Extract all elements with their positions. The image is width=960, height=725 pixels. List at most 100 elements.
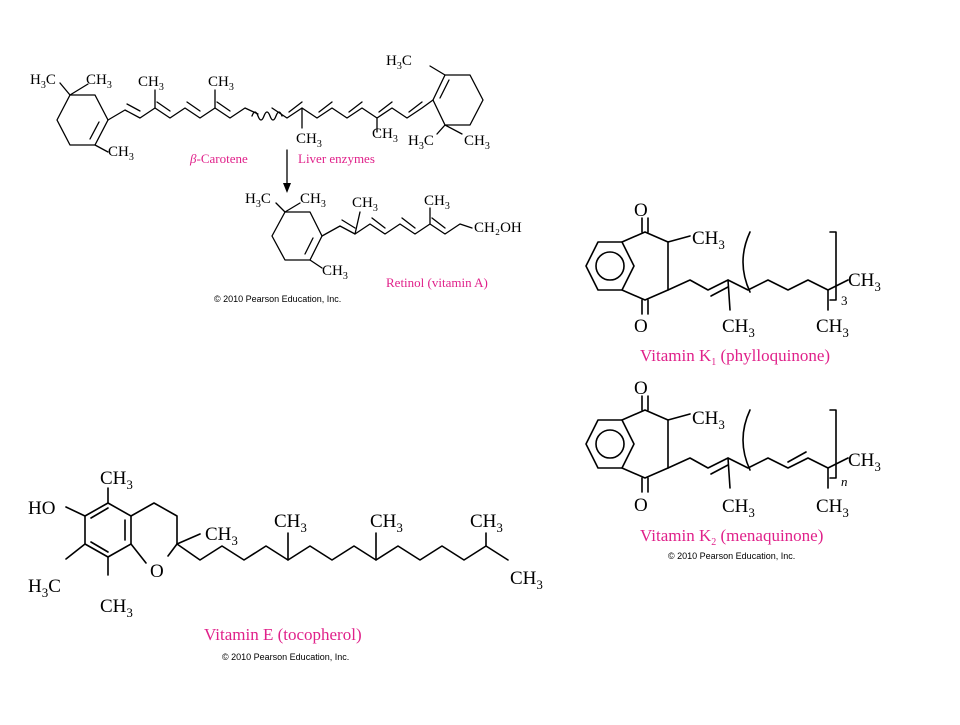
k2-benzene-ring <box>585 419 635 469</box>
retinol-ch3-bottom: CH3 <box>322 263 348 282</box>
k2-ch3-chain-2: CH3 <box>816 496 849 520</box>
carotene-h3c-right-top: H3C <box>386 53 412 72</box>
ve-aromatic-doubles <box>90 507 126 553</box>
k2-side-chain-doubles <box>710 451 807 475</box>
retinol-ch3-chain-2: CH3 <box>424 193 450 212</box>
k1-bracket-left <box>742 231 751 293</box>
k2-ch3-terminal: CH3 <box>848 450 881 474</box>
ve-ch3-bottom: CH3 <box>100 596 133 620</box>
ve-ch3-chain-3: CH3 <box>470 511 503 535</box>
carotene-chain-left <box>107 107 259 121</box>
k1-ch3-terminal: CH3 <box>848 270 881 294</box>
carotene-left-ring <box>56 94 109 146</box>
carotene-ch3-left-bottom: CH3 <box>108 144 134 163</box>
carotene-chain-right <box>271 99 434 119</box>
k2-chain-methyls <box>727 457 829 489</box>
carotene-h3c-left: H3C <box>30 72 56 91</box>
k2-oxygen-bottom: O <box>634 495 648 516</box>
retinol-chain <box>321 223 473 237</box>
retinol-methyls <box>275 202 323 269</box>
ve-hydroxyl: HO <box>28 498 55 519</box>
vitamin-k1-structure: O O CH3 CH3 CH3 CH3 3 Vitamin K1 (phyllo… <box>585 200 881 368</box>
k2-ch3-ring: CH3 <box>692 408 725 432</box>
k1-ch3-chain-2: CH3 <box>816 316 849 340</box>
carotene-ch3-chain-3: CH3 <box>296 131 322 150</box>
k2-side-chain <box>667 457 849 469</box>
carotene-chain-right-doubles <box>288 101 423 113</box>
carotene-copyright: © 2010 Pearson Education, Inc. <box>214 294 341 304</box>
liver-enzymes-label: Liver enzymes <box>298 151 375 166</box>
k2-carbonyls <box>641 395 649 493</box>
carotene-chain-right-methyls <box>301 107 378 133</box>
carotene-ch3-chain-4: CH3 <box>372 126 398 145</box>
vitamin-k2-label: Vitamin K2 (menaquinone) <box>640 526 823 548</box>
retinol-ring <box>271 211 323 261</box>
k2-quinone-ring <box>621 409 669 479</box>
vitamin-k2-structure: O O CH3 CH3 CH3 CH3 n Vitamin K2 (menaqu… <box>585 378 881 561</box>
k2-methyl-bond <box>667 413 691 421</box>
ve-ring-oxygen: O <box>150 561 164 582</box>
k1-oxygen-bottom: O <box>634 316 648 337</box>
vitamin-e-structure: HO CH3 H3C CH3 O CH3 CH3 CH3 CH3 CH3 Vit… <box>28 468 543 662</box>
k1-side-chain <box>667 279 849 291</box>
k1-aromatic-circle <box>595 251 625 281</box>
carotene-left-ring-double <box>89 121 100 140</box>
beta-carotene-structure: H3C CH3 CH3 CH3 CH3 CH3 CH3 H3C H3C CH3 … <box>30 53 490 166</box>
retinol-ch2oh: CH₂OH <box>474 220 522 236</box>
carotene-chain-left-methyls <box>154 89 216 109</box>
carotene-ch3-right-bottom: CH3 <box>464 133 490 152</box>
ve-ch3-top: CH3 <box>100 468 133 492</box>
retinol-structure: H3C CH3 CH3 CH3 CH3 CH₂OH Retinol (vitam… <box>214 191 522 304</box>
k1-bracket-right <box>829 231 837 301</box>
k1-chain-methyls <box>727 279 829 311</box>
carotene-ch3-chain-2: CH3 <box>208 74 234 93</box>
retinol-ch3-top: CH3 <box>300 191 326 210</box>
carotene-right-ring-double <box>439 79 450 99</box>
ve-ring-substituents <box>65 487 201 576</box>
ve-ch3-chain-2: CH3 <box>370 511 403 535</box>
beta-carotene-label: β-Carotene <box>189 151 248 166</box>
vitamin-k1-label: Vitamin K1 (phylloquinone) <box>640 346 830 368</box>
retinol-ch3-chain-1: CH3 <box>352 195 378 214</box>
k1-repeat-count: 3 <box>841 293 848 308</box>
retinol-ring-double <box>304 237 314 255</box>
k1-side-chain-double <box>710 286 729 297</box>
carotene-h3c-right-bottom: H3C <box>408 133 434 152</box>
k2-repeat-count: n <box>841 474 848 489</box>
ve-side-chain <box>176 543 509 561</box>
carotene-chain-left-doubles <box>126 101 231 112</box>
carotene-left-methyls <box>59 82 109 153</box>
ve-ch3-chain-1: CH3 <box>274 511 307 535</box>
ve-aromatic-ring <box>84 502 132 558</box>
retinol-label: Retinol (vitamin A) <box>386 275 488 290</box>
k2-bracket-right <box>829 409 837 479</box>
carotene-ch3-chain-1: CH3 <box>138 74 164 93</box>
cleavage-wavy-line <box>251 111 283 121</box>
k2-oxygen-top: O <box>634 378 648 399</box>
k1-quinone-ring <box>621 231 669 301</box>
retinol-chain-doubles <box>341 217 446 229</box>
ve-pyran-ring <box>130 502 178 564</box>
vitamin-e-label: Vitamin E (tocopherol) <box>204 625 362 644</box>
ve-h3c-left: H3C <box>28 576 61 600</box>
vitamin-k-copyright: © 2010 Pearson Education, Inc. <box>668 551 795 561</box>
k1-benzene-ring <box>585 241 635 291</box>
carotene-right-ring <box>432 74 484 126</box>
retinol-chain-methyls <box>354 207 431 235</box>
ve-chain-methyls <box>287 532 487 561</box>
k2-ch3-chain-1: CH3 <box>722 496 755 520</box>
k2-aromatic-circle <box>595 429 625 459</box>
k1-carbonyls <box>641 217 649 315</box>
ve-ch3-terminal: CH3 <box>510 568 543 592</box>
k1-ch3-ring: CH3 <box>692 228 725 252</box>
carotene-ch3-left-top: CH3 <box>86 72 112 91</box>
carotene-right-methyls <box>429 65 463 135</box>
k1-methyl-bond <box>667 235 691 243</box>
conversion-arrow <box>283 149 291 193</box>
k2-bracket-left <box>742 409 751 471</box>
k1-oxygen-top: O <box>634 200 648 221</box>
retinol-h3c: H3C <box>245 191 271 210</box>
ve-ch3-ring: CH3 <box>205 524 238 548</box>
